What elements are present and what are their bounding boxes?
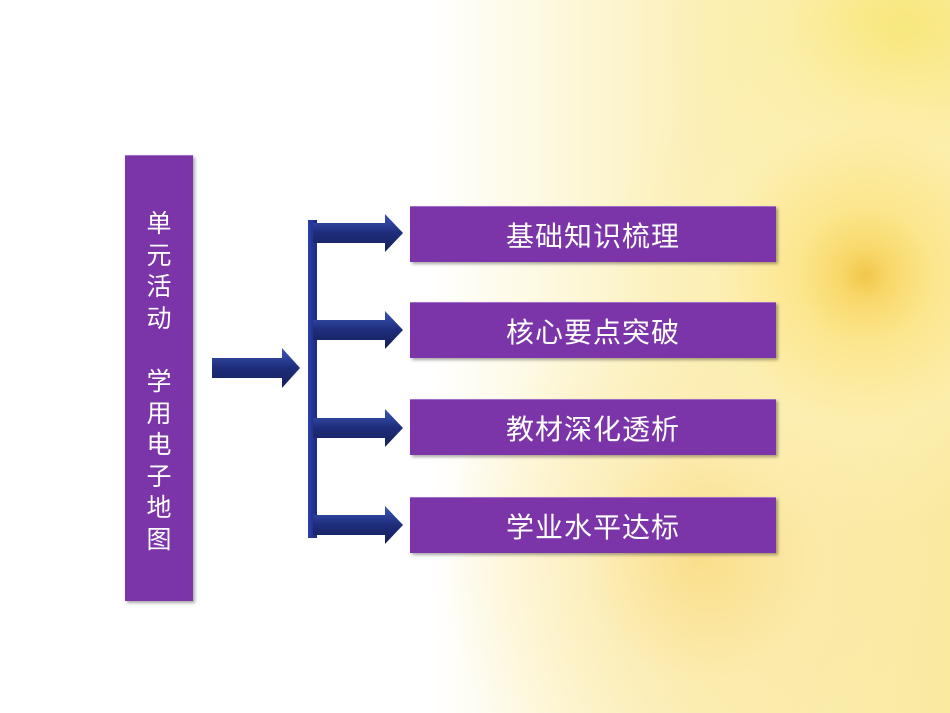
main-arrow-icon	[212, 348, 300, 388]
branch-arrow-icon	[313, 409, 403, 447]
unit-activity-box: 单 元 活 动 学 用 电 子 地 图	[125, 155, 193, 601]
connector-bar	[308, 220, 317, 538]
branch-arrow-icon	[313, 311, 403, 349]
branch-label: 核心要点突破	[505, 315, 680, 349]
branch-label: 教材深化透析	[505, 412, 680, 446]
branch-arrow-icon	[313, 506, 403, 544]
branch-label: 学业水平达标	[505, 510, 680, 544]
branch-box-proficiency[interactable]: 学业水平达标	[410, 497, 776, 553]
unit-activity-title: 单 元 活 动 学 用 电 子 地 图	[125, 208, 193, 555]
title-char: 元	[146, 240, 172, 270]
title-char: 地	[146, 493, 172, 522]
title-char: 电	[146, 430, 172, 459]
title-char: 单	[146, 209, 172, 238]
title-char: 动	[146, 303, 172, 333]
title-char: 用	[146, 398, 172, 428]
branch-box-key-points[interactable]: 核心要点突破	[410, 302, 776, 358]
branch-box-textbook-analysis[interactable]: 教材深化透析	[410, 399, 776, 455]
branch-box-basics[interactable]: 基础知识梳理	[410, 206, 776, 262]
title-char: 学	[146, 367, 172, 396]
title-char: 图	[146, 524, 172, 554]
title-char: 活	[146, 272, 172, 301]
branch-arrow-icon	[313, 214, 403, 252]
branch-label: 基础知识梳理	[505, 219, 680, 253]
title-char: 子	[146, 461, 172, 491]
